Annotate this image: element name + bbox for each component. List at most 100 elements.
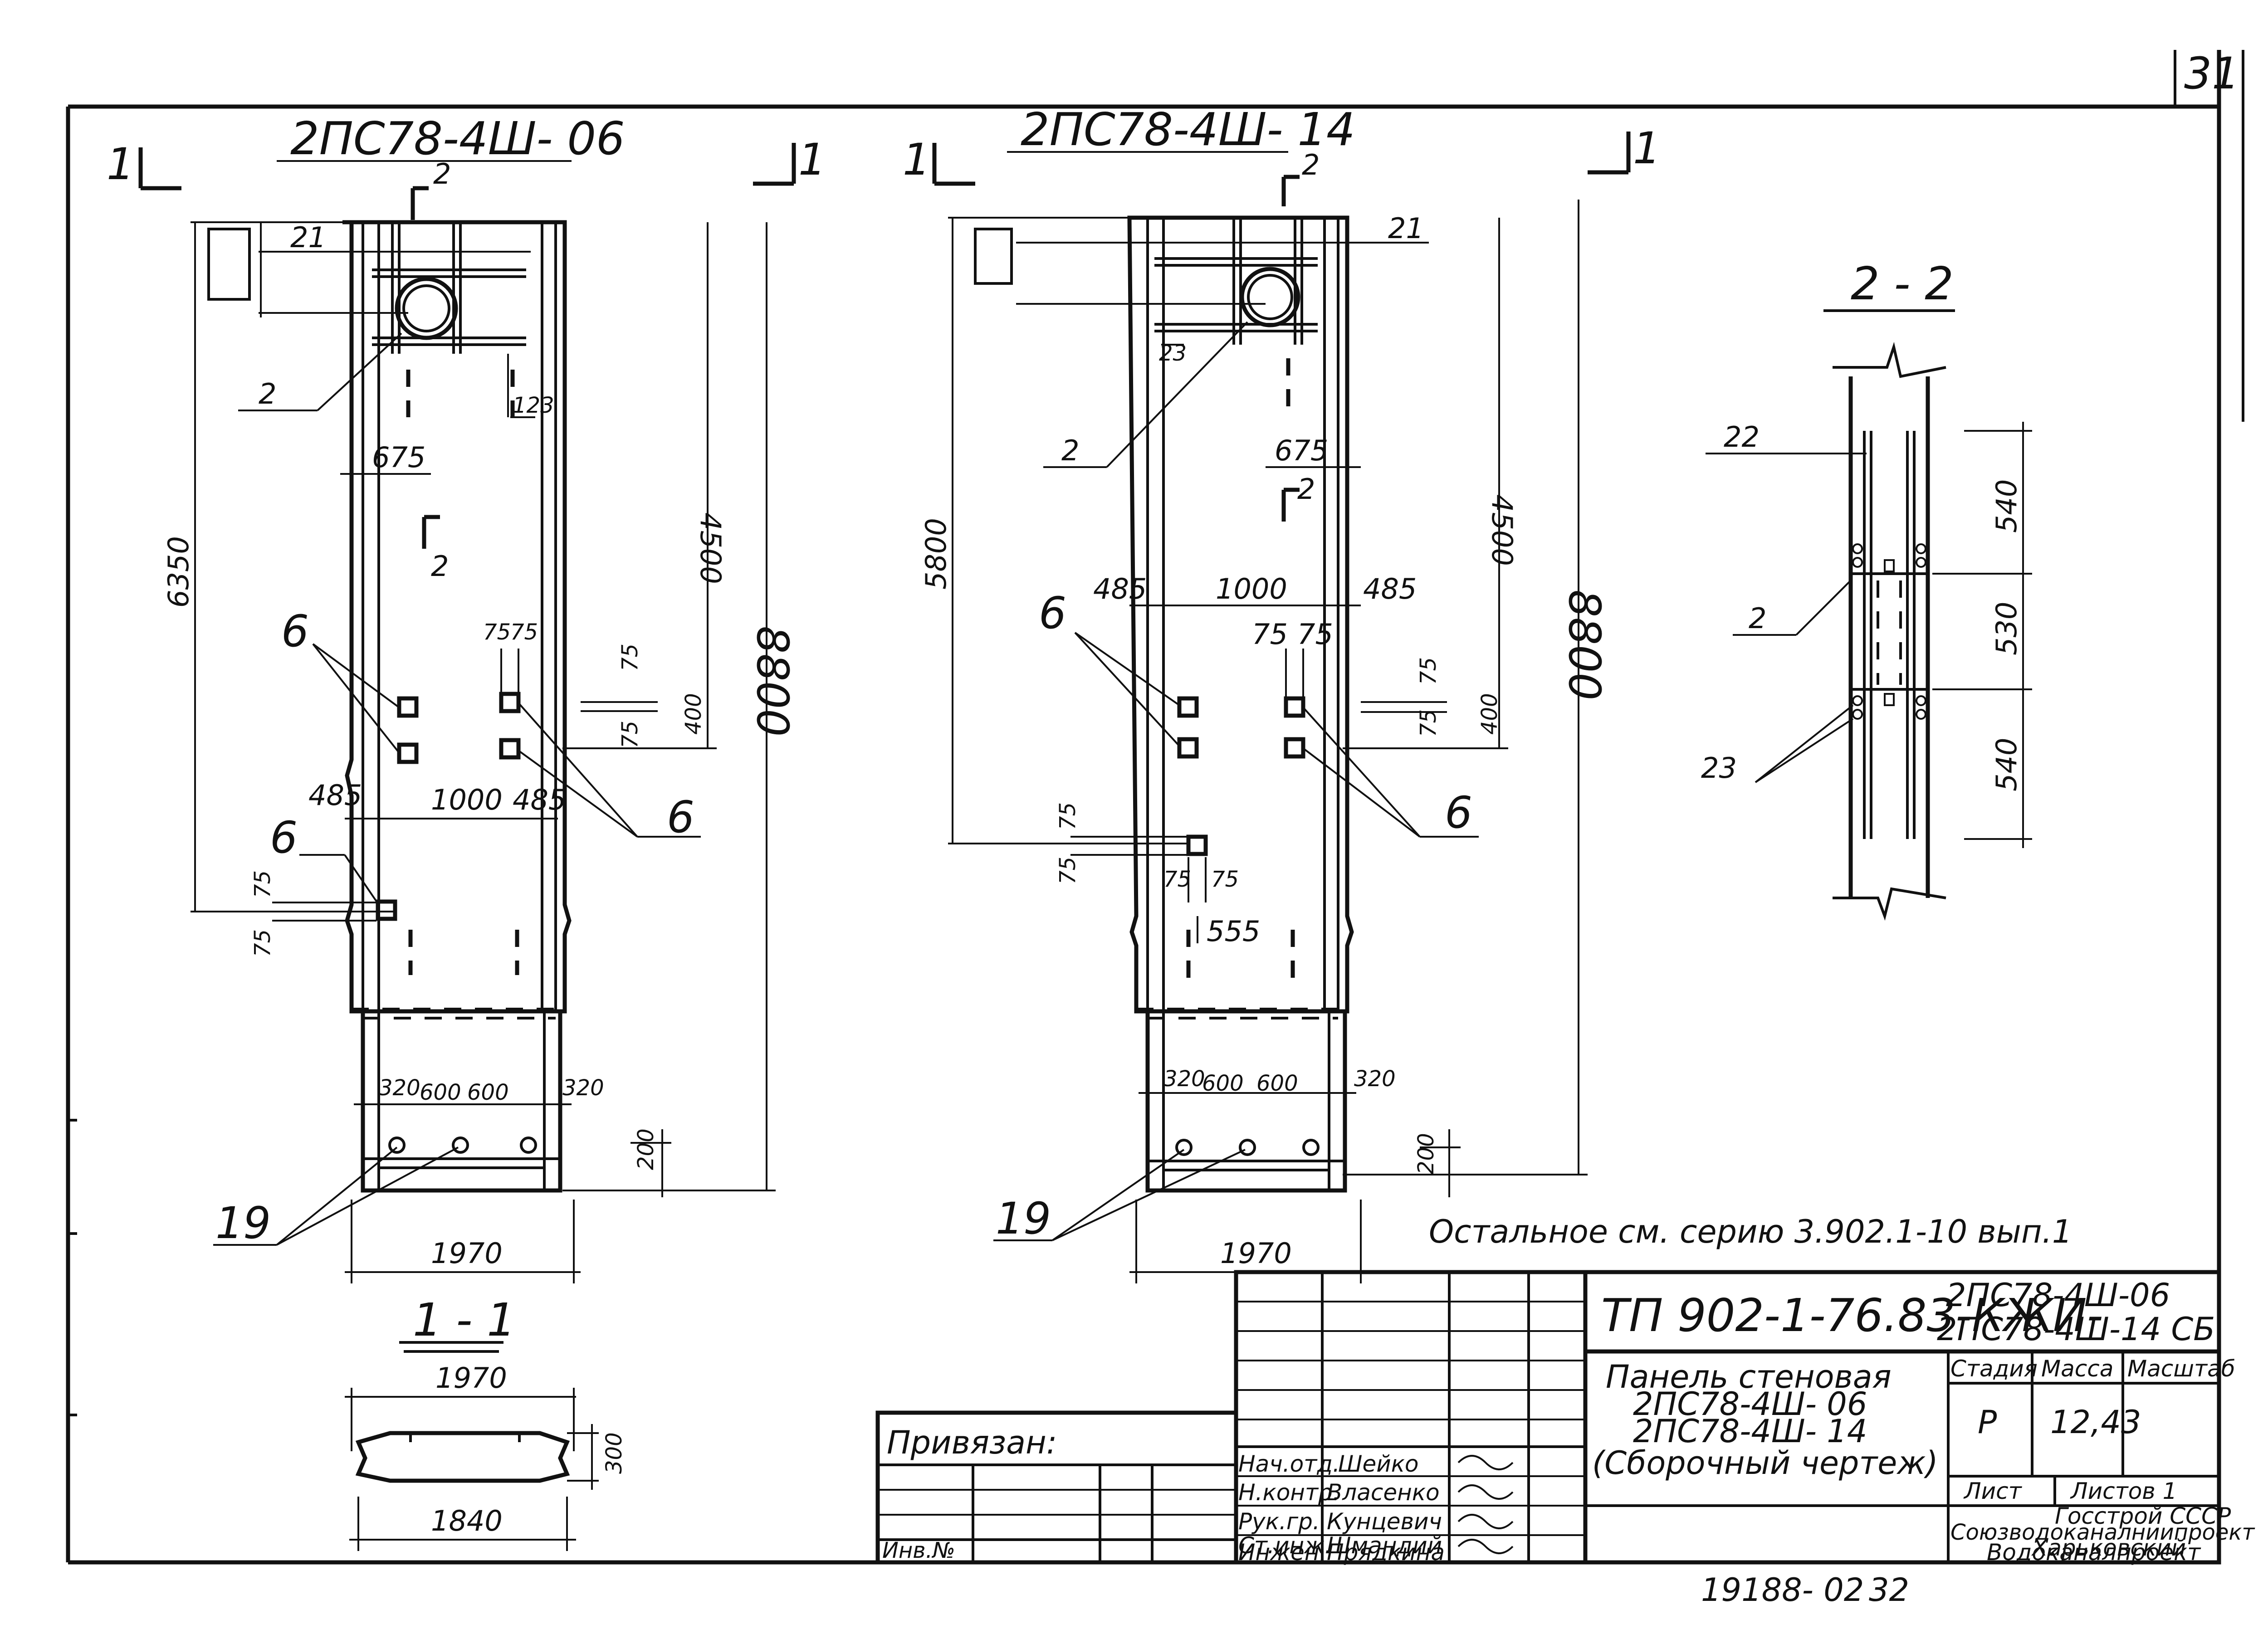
middle-dim-75h: 75 <box>1211 867 1239 892</box>
section-2-2-callout-23: 23 <box>1701 751 1737 785</box>
middle-dim-75a: 75 <box>1252 618 1288 651</box>
org-line4: Водоканалпроект <box>1987 1539 2201 1566</box>
document-marks-line2: 2ПС78-4Ш-14 СБ <box>1937 1311 2215 1348</box>
section-1-1-title: 1 - 1 <box>413 1293 516 1346</box>
signature-name-3: Кунцевич <box>1327 1508 1442 1535</box>
left-dim-200: 200 <box>633 1128 659 1170</box>
middle-view-title: 2ПС78-4Ш- 14 <box>1021 103 1355 156</box>
bottom-code: 19188- 02 <box>1701 1571 1864 1609</box>
left-dim-320b: 320 <box>562 1075 604 1101</box>
middle-callout-19: 19 <box>996 1193 1051 1244</box>
reference-note: Остальное см. серию 3.902.1-10 вып.1 <box>1429 1213 2072 1250</box>
middle-dim-75e: 75 <box>1055 802 1080 830</box>
middle-section-mark-mid: 2 <box>1297 473 1315 506</box>
middle-dim-555: 555 <box>1207 915 1260 948</box>
middle-cut-mark-left: 1 <box>903 134 930 185</box>
stage-value: Р <box>1978 1404 1997 1441</box>
left-dim-675: 675 <box>372 441 425 474</box>
bottom-page: 32 <box>1869 1571 1909 1609</box>
left-dim-1000: 1000 <box>431 783 503 816</box>
middle-section-mark-top: 2 <box>1302 148 1320 181</box>
mass-value: 12,43 <box>2050 1404 2141 1441</box>
left-dim-485a: 485 <box>308 779 362 812</box>
left-dim-600b: 600 <box>467 1080 509 1105</box>
middle-dim-75b: 75 <box>1297 618 1333 651</box>
scale-header: Масштаб <box>2127 1356 2235 1382</box>
middle-callout-6-left: 6 <box>1039 588 1066 639</box>
signature-name-2: Власенко <box>1327 1479 1440 1506</box>
left-dim-320a: 320 <box>379 1075 420 1101</box>
middle-dim-23: 23 <box>1159 341 1187 366</box>
signature-role-1: Нач.отд. <box>1238 1451 1340 1477</box>
middle-dim-600a: 600 <box>1202 1071 1244 1096</box>
middle-dim-21: 21 <box>1388 212 1424 245</box>
panel-name-line2: 2ПС78-4Ш- 06 <box>1633 1385 1867 1423</box>
middle-dim-320a: 320 <box>1163 1066 1205 1092</box>
left-dim-75b: 75 <box>510 619 538 645</box>
left-dim-8800: 8800 <box>747 626 798 737</box>
middle-dim-1970: 1970 <box>1220 1237 1292 1270</box>
org-line2: Союзводоканалниипроект <box>1950 1520 2255 1545</box>
left-dim-21: 21 <box>290 221 326 254</box>
signature-role-2: Н.контр. <box>1238 1479 1340 1506</box>
signature-name-4: Шмандий <box>1327 1532 1442 1559</box>
signature-role-3: Рук.гр. <box>1238 1508 1320 1535</box>
left-dim-400: 400 <box>681 693 706 735</box>
middle-dim-485a: 485 <box>1093 572 1147 605</box>
section-2-2-dim-540-top: 540 <box>1990 479 2023 533</box>
middle-dim-75f: 75 <box>1055 857 1080 884</box>
middle-dim-4500: 4500 <box>1486 494 1519 566</box>
middle-dim-75c: 75 <box>1416 657 1441 685</box>
middle-callout-6-right: 6 <box>1445 787 1472 838</box>
left-view-title: 2ПС78-4Ш- 06 <box>290 112 625 165</box>
document-code: ТП 902-1-76.83-КЖИ- <box>1601 1289 2103 1342</box>
section-1-1-dim-1970: 1970 <box>435 1361 507 1395</box>
middle-dim-5800: 5800 <box>919 518 953 590</box>
sheet-label: Лист <box>1963 1478 2023 1504</box>
panel-name-line4: (Сборочный чертеж) <box>1592 1444 1938 1482</box>
left-callout-6-lower: 6 <box>270 812 298 863</box>
middle-dim-75d: 75 <box>1416 709 1441 737</box>
left-section-mark-top: 2 <box>433 157 451 190</box>
left-cut-mark-right: 1 <box>798 134 826 185</box>
signature-role-5: Инжен. <box>1238 1539 1326 1566</box>
section-2-2-dim-540-bottom: 540 <box>1990 738 2023 791</box>
signature-name-5: Прядкина <box>1327 1539 1445 1566</box>
middle-dim-75g: 75 <box>1163 867 1191 892</box>
left-callout-6-right: 6 <box>667 792 694 843</box>
signature-name-1: Шейко <box>1338 1451 1419 1477</box>
mass-header: Масса <box>2041 1356 2113 1382</box>
left-dim-75c: 75 <box>617 644 643 671</box>
left-dim-75d: 75 <box>617 721 643 748</box>
left-dim-600a: 600 <box>420 1080 461 1105</box>
section-2-2-callout-2: 2 <box>1749 602 1766 635</box>
inventory-label: Инв.№ <box>882 1538 955 1563</box>
left-dim-4500: 4500 <box>694 512 727 584</box>
middle-dim-320b: 320 <box>1354 1066 1396 1092</box>
left-section-mark-mid: 2 <box>431 550 449 583</box>
left-dim-75e: 75 <box>250 870 275 898</box>
section-2-2: 2 - 2 540 530 540 22 2 <box>1701 257 2032 921</box>
section-2-2-title: 2 - 2 <box>1851 257 1954 310</box>
middle-view: 2ПС78-4Ш- 14 1 1 2 2 <box>903 103 1661 1283</box>
bound-label: Привязан: <box>887 1424 1057 1461</box>
section-2-2-callout-22: 22 <box>1724 420 1760 454</box>
title-block: Привязан: Инв.№ Нач.отд. Шейко Н.контр. … <box>875 1270 2255 1566</box>
panel-name-line3: 2ПС78-4Ш- 14 <box>1633 1413 1867 1450</box>
middle-dim-1000: 1000 <box>1216 572 1287 605</box>
left-view: 2ПС78-4Ш- 06 1 1 2 2 <box>107 112 826 1283</box>
left-callout-2: 2 <box>259 377 276 410</box>
org-line1: Госстрой СССР <box>2055 1503 2231 1529</box>
section-1-1: 1 - 1 1970 300 1840 <box>345 1293 627 1551</box>
left-dim-75a: 75 <box>483 619 511 645</box>
section-2-2-dim-530: 530 <box>1990 602 2023 655</box>
panel-name-line1: Панель стеновая <box>1606 1358 1892 1395</box>
middle-dim-485b: 485 <box>1363 572 1417 605</box>
left-callout-19: 19 <box>215 1198 271 1249</box>
signature-role-4: Ст.инж. <box>1238 1532 1332 1559</box>
middle-dim-8800: 8800 <box>1559 590 1610 700</box>
middle-callout-2: 2 <box>1061 434 1079 467</box>
sheets-count: Листов 1 <box>2070 1478 2177 1504</box>
section-1-1-dim-1840: 1840 <box>431 1504 503 1537</box>
middle-dim-600b: 600 <box>1256 1071 1298 1096</box>
